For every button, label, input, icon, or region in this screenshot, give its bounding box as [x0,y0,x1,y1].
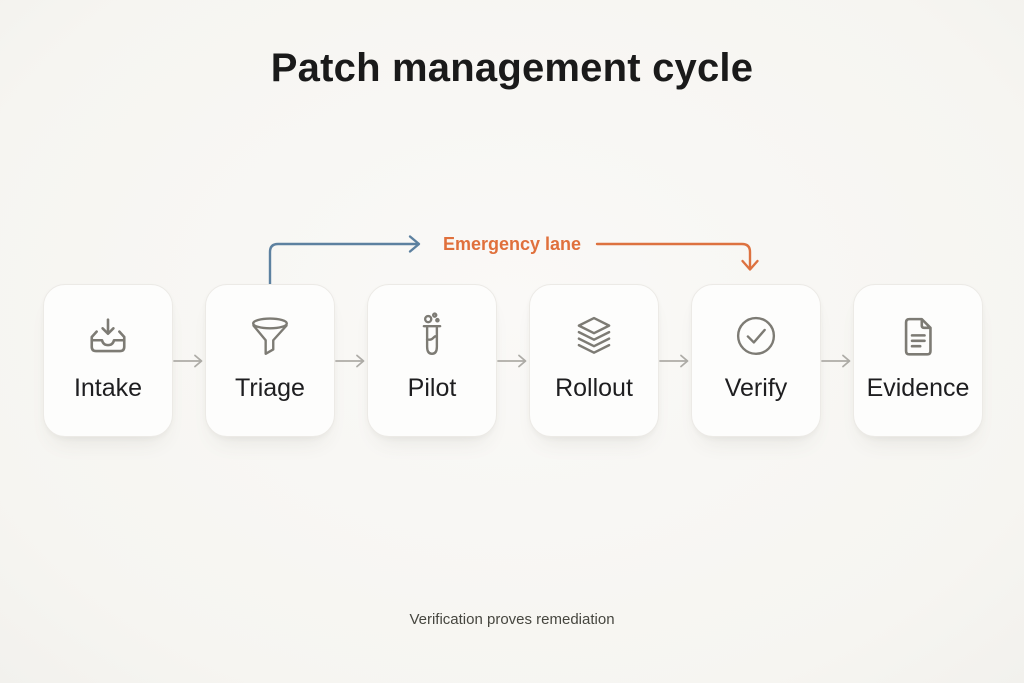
layers-icon [568,311,620,363]
flow-arrow [173,353,205,369]
stage-card-triage: Triage [205,284,335,437]
stage-label: Evidence [866,374,970,402]
flow-arrow [497,353,529,369]
flow-arrow [659,353,691,369]
stage-card-pilot: Pilot [367,284,497,437]
page-title: Patch management cycle [270,46,754,90]
stage-card-rollout: Rollout [529,284,659,437]
emergency-lane-blue-arrow [268,235,421,286]
stage-label: Verify [724,374,788,402]
stage-card-intake: Intake [43,284,173,437]
diagram-caption: Verification proves remediation [409,611,615,628]
funnel-icon [244,311,296,363]
stage-card-verify: Verify [691,284,821,437]
check-circle-icon [730,311,782,363]
stage-label: Intake [73,374,143,402]
emergency-lane-orange-arrow [595,242,759,271]
flow-arrow [335,353,367,369]
inbox-arrow-down-icon [82,311,134,363]
stage-card-evidence: Evidence [853,284,983,437]
document-icon [892,311,944,363]
emergency-lane-label: Emergency lane [442,234,582,254]
flow-row: Intake Triage [43,284,983,437]
test-tube-icon [406,311,458,363]
stage-label: Triage [235,374,305,402]
flow-arrow [821,353,853,369]
stage-label: Rollout [555,374,633,402]
stage-label: Pilot [407,374,457,402]
